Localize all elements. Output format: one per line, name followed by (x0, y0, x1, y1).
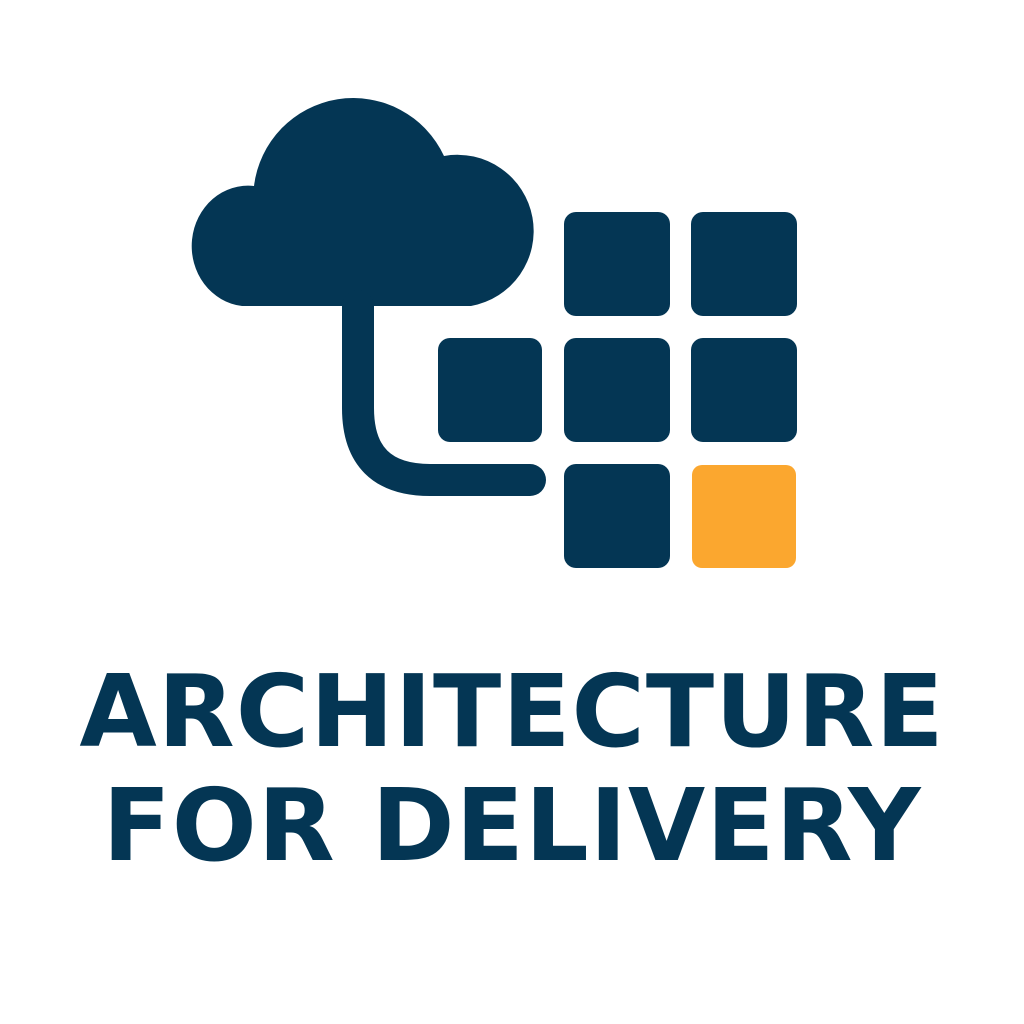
grid-block-highlight (692, 465, 796, 568)
grid-block-r1-c3 (691, 212, 797, 316)
grid-block-r2-c3 (691, 338, 797, 442)
grid-block-r3-c2 (564, 464, 670, 568)
title-line-2: FOR DELIVERY (102, 767, 922, 884)
cloud-shape (191, 98, 534, 306)
grid-block-r2-c2 (564, 338, 670, 442)
cloud-icon (191, 98, 546, 496)
block-grid (438, 212, 797, 568)
grid-block-r1-c2 (564, 212, 670, 316)
grid-block-r2-c1 (438, 338, 542, 442)
cloud-with-block-grid-icon (191, 98, 797, 568)
cloud-connector-line (342, 290, 546, 496)
title-line-1: ARCHITECTURE (79, 653, 945, 770)
